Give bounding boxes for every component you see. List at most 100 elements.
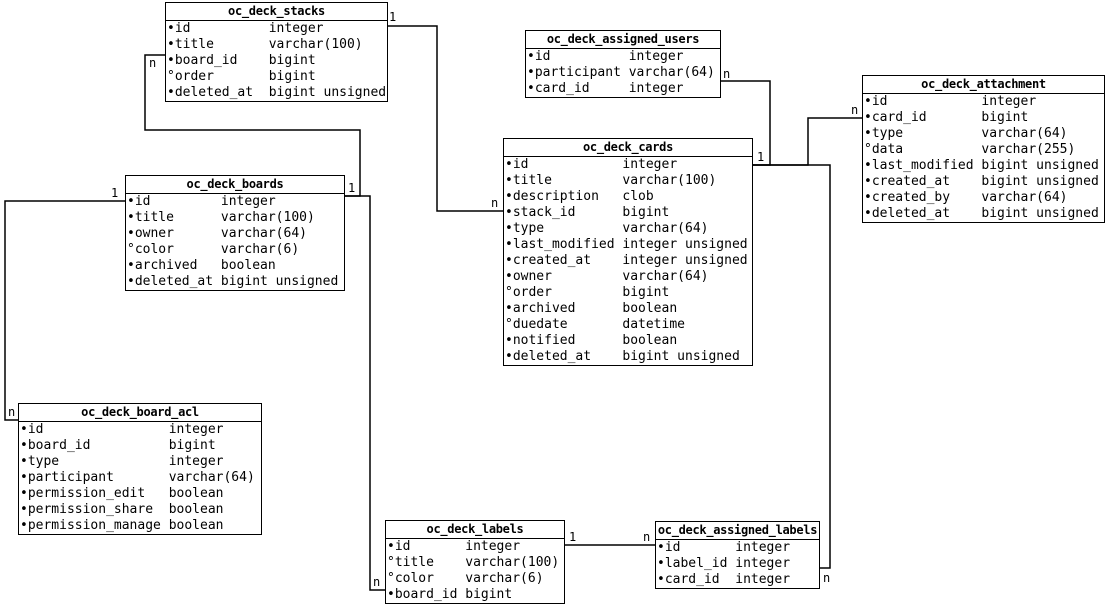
column-name: id (394, 539, 411, 554)
column-type: boolean (220, 258, 276, 273)
nullable-column-icon: ° (127, 242, 135, 257)
column-type: bigint unsigned (981, 158, 1099, 173)
column-name: deleted_at (512, 349, 592, 364)
column-type: varchar(100) (220, 210, 315, 225)
notnull-column-icon: • (527, 81, 535, 96)
notnull-column-icon: • (387, 587, 395, 602)
column-type: integer (735, 540, 791, 555)
notnull-column-icon: • (127, 194, 135, 209)
nullable-column-icon: ° (505, 285, 513, 300)
notnull-column-icon: • (527, 65, 535, 80)
column-type: boolean (168, 502, 224, 517)
column-name: stack_id (512, 205, 576, 220)
column-name: label_id (664, 556, 728, 571)
table-header: oc_deck_labels (386, 521, 564, 539)
column-text: last_modified integer unsigned (513, 237, 748, 253)
notnull-column-icon: • (505, 253, 513, 268)
column-type: bigint unsigned (622, 349, 740, 364)
column-name: card_id (871, 110, 927, 125)
column-name: data (871, 142, 904, 157)
column-type: bigint (465, 587, 513, 602)
column-type: integer (168, 422, 224, 437)
notnull-column-icon: • (127, 258, 135, 273)
column-type: varchar(64) (168, 470, 255, 485)
column-name: archived (134, 258, 198, 273)
column-type: bigint (622, 205, 670, 220)
column-text: archived boolean (135, 258, 276, 274)
column-name: title (512, 173, 552, 188)
column-type: bigint unsigned (981, 206, 1099, 221)
column-type: varchar(64) (981, 126, 1068, 141)
notnull-column-icon: • (167, 53, 175, 68)
notnull-column-icon: • (864, 126, 872, 141)
column-name: board_id (27, 438, 91, 453)
column-name: permission_manage (27, 518, 161, 533)
notnull-column-icon: • (864, 206, 872, 221)
column-name: card_id (534, 81, 590, 96)
table-header: oc_deck_assigned_users (526, 31, 720, 49)
column-name: last_modified (512, 237, 615, 252)
column-type: varchar(100) (465, 555, 560, 570)
column-name: description (512, 189, 599, 204)
column-name: color (134, 242, 174, 257)
notnull-column-icon: • (20, 470, 28, 485)
column-type: integer unsigned (622, 237, 748, 252)
column-type: boolean (622, 333, 678, 348)
column-name: title (174, 37, 214, 52)
notnull-column-icon: • (657, 540, 665, 555)
column-name: order (174, 69, 214, 84)
nullable-column-icon: ° (167, 69, 175, 84)
column-name: id (512, 157, 529, 172)
column-name: type (512, 221, 545, 236)
column-row-card_id: •card_id integer (526, 81, 720, 97)
column-type: integer (622, 157, 678, 172)
column-type: integer (168, 454, 224, 469)
notnull-column-icon: • (505, 221, 513, 236)
notnull-column-icon: • (505, 189, 513, 204)
column-name: owner (512, 269, 552, 284)
notnull-column-icon: • (505, 237, 513, 252)
cardinality-label-n: n (823, 571, 830, 585)
cardinality-label-1: 1 (348, 181, 355, 195)
column-type: integer (628, 81, 684, 96)
cardinality-label-1: 1 (111, 186, 118, 200)
notnull-column-icon: • (505, 205, 513, 220)
cardinality-label-n: n (723, 67, 730, 81)
